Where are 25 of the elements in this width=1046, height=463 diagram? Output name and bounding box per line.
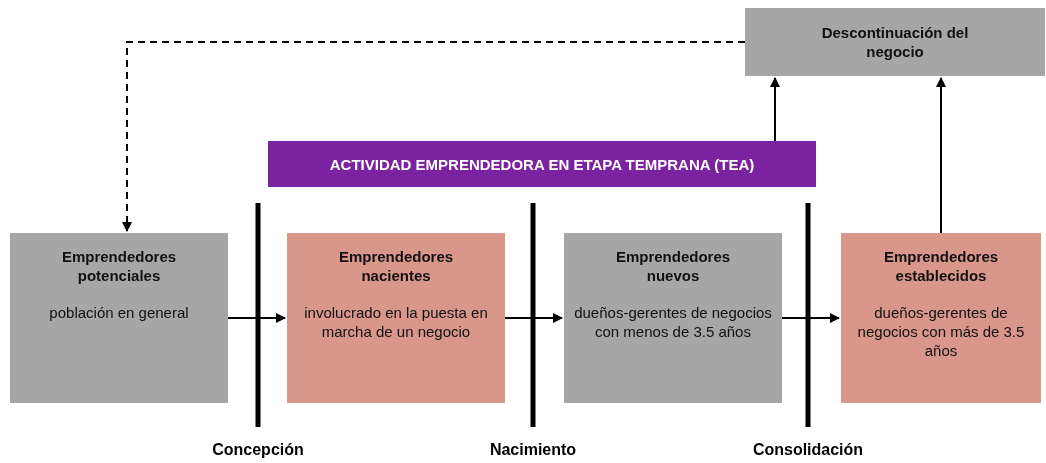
- stage-box: [287, 233, 505, 403]
- phase-label: Consolidación: [752, 441, 864, 459]
- node-title: Emprendedores establecidos: [882, 247, 1000, 285]
- dashed-arrow: [122, 41, 746, 232]
- arrow: [781, 313, 840, 323]
- node-description: involucrado en la puesta en marcha de un negocio: [303, 303, 489, 341]
- node-description: dueños-gerentes de negocios con más de 3.5 años: [856, 303, 1026, 360]
- stage-box: [10, 233, 228, 403]
- node-title: Emprendedores potenciales: [60, 247, 178, 285]
- node-description: dueños-gerentes de negocios con menos de 3.5 años: [573, 303, 773, 341]
- node-title: Descontinuación del negocio: [820, 23, 970, 61]
- arrow: [770, 77, 780, 142]
- node-title: ACTIVIDAD EMPRENDEDORA EN ETAPA TEMPRANA (TEA): [329, 154, 755, 174]
- node-description: población en general: [49, 303, 189, 322]
- node-title: Emprendedores nacientes: [337, 247, 455, 285]
- arrow: [936, 77, 946, 234]
- phase-label: Concepción: [212, 441, 304, 459]
- stage-banner: [268, 141, 816, 187]
- node-title: Emprendedores nuevos: [614, 247, 732, 285]
- stage-box: [564, 233, 782, 403]
- arrow: [504, 313, 563, 323]
- arrow: [227, 313, 286, 323]
- stage-box: [841, 233, 1041, 403]
- phase-label: Nacimiento: [489, 441, 577, 459]
- status-box: [745, 8, 1045, 76]
